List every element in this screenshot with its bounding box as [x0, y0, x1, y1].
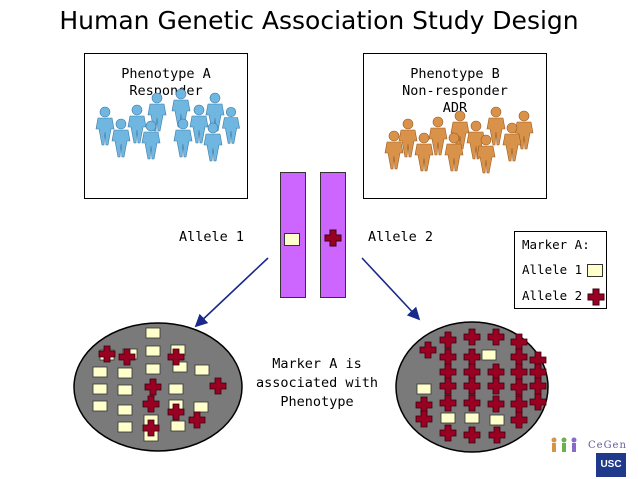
association-line-1: Marker A is — [272, 356, 362, 372]
nonresponder-people-icon — [384, 106, 534, 174]
allele-1-marker — [194, 364, 210, 376]
person-icon — [111, 118, 131, 158]
person-icon — [147, 92, 167, 132]
person-icon — [486, 106, 506, 146]
allele-1-marker — [170, 420, 186, 432]
phenotype-b-box: Phenotype B Non-responder ADR — [363, 53, 547, 199]
allele-2-marker — [510, 378, 528, 396]
allele-2-marker — [463, 394, 481, 412]
legend-allele-2-icon — [587, 288, 605, 306]
arrow-left — [194, 257, 269, 328]
allele-2-marker — [463, 377, 481, 395]
cegen-logo: CeGen — [588, 440, 627, 451]
slide-title: Human Genetic Association Study Design — [59, 6, 579, 35]
allele-1-marker — [193, 401, 209, 413]
legend-allele-1: Allele 1 = — [522, 262, 598, 277]
person-icon — [95, 106, 115, 146]
allele-1-marker — [92, 400, 108, 412]
allele-2-marker — [167, 348, 185, 366]
allele-2-marker — [419, 341, 437, 359]
chromosome-1-allele-marker — [284, 233, 300, 246]
allele-2-marker — [487, 377, 505, 395]
person-icon — [141, 120, 161, 160]
allele-1-marker — [168, 383, 184, 395]
allele-2-marker — [439, 331, 457, 349]
person-icon — [502, 122, 522, 162]
legend-title: Marker A: — [522, 237, 590, 252]
allele-2-marker — [167, 403, 185, 421]
allele-2-marker — [142, 395, 160, 413]
allele-2-marker — [488, 426, 506, 444]
allele-1-marker — [92, 366, 108, 378]
person-icon — [203, 122, 223, 162]
association-statement: Marker A is associated with Phenotype — [246, 355, 388, 412]
person-icon — [428, 116, 448, 156]
allele-2-marker — [529, 393, 547, 411]
person-icon — [189, 104, 209, 144]
person-icon — [127, 104, 147, 144]
phenotype-b-subtitle: Non-responder — [402, 83, 508, 99]
phenotype-a-box: Phenotype A Responder — [84, 53, 248, 199]
cegen-figures-icon — [551, 437, 577, 452]
usc-logo: USC — [596, 453, 626, 477]
marker-legend: Marker A: Allele 1 = Allele 2 = — [514, 231, 607, 309]
allele-2-marker — [463, 328, 481, 346]
allele-2-marker — [439, 424, 457, 442]
allele-2-marker — [144, 378, 162, 396]
allele-1-marker — [440, 412, 456, 424]
association-line-2: associated with — [256, 375, 378, 391]
allele-1-marker — [92, 383, 108, 395]
person-icon — [514, 110, 534, 150]
person-icon — [476, 134, 496, 174]
person-icon — [444, 132, 464, 172]
allele-2-marker — [463, 426, 481, 444]
arrow-right — [361, 257, 421, 321]
allele-1-marker — [172, 361, 188, 373]
phenotype-b-title: Phenotype B — [410, 66, 500, 82]
allele-2-marker — [510, 411, 528, 429]
responder-people-icon — [95, 88, 240, 162]
allele-2-marker — [439, 377, 457, 395]
person-icon — [414, 132, 434, 172]
allele-1-marker — [145, 345, 161, 357]
allele-2-marker — [142, 419, 160, 437]
person-icon — [384, 130, 404, 170]
allele-2-marker — [487, 395, 505, 413]
allele-1-marker — [117, 384, 133, 396]
allele-1-marker — [117, 404, 133, 416]
allele-2-label: Allele 2 — [368, 229, 434, 245]
allele-2-marker — [118, 348, 136, 366]
phenotype-a-title: Phenotype A — [121, 66, 211, 82]
allele-2-marker — [415, 410, 433, 428]
allele-2-marker — [188, 411, 206, 429]
allele-1-marker — [481, 349, 497, 361]
allele-2-marker — [487, 328, 505, 346]
allele-1-marker — [464, 412, 480, 424]
chromosome-2-allele-icon — [324, 229, 342, 247]
person-icon — [171, 88, 191, 128]
person-icon — [205, 92, 225, 132]
allele-1-marker — [145, 327, 161, 339]
allele-1-marker — [416, 383, 432, 395]
person-icon — [398, 118, 418, 158]
allele-1-marker — [117, 421, 133, 433]
person-icon — [173, 118, 193, 158]
allele-2-marker — [209, 377, 227, 395]
allele-1-marker — [117, 367, 133, 379]
association-line-3: Phenotype — [280, 394, 354, 410]
allele-1-marker — [145, 363, 161, 375]
allele-2-marker — [98, 345, 116, 363]
allele-1-label: Allele 1 — [179, 229, 245, 245]
person-icon — [466, 120, 486, 160]
person-icon — [222, 106, 240, 144]
legend-allele-1-swatch — [587, 264, 603, 277]
allele-2-marker — [439, 394, 457, 412]
legend-allele-2: Allele 2 = — [522, 288, 598, 303]
allele-1-marker — [489, 414, 505, 426]
